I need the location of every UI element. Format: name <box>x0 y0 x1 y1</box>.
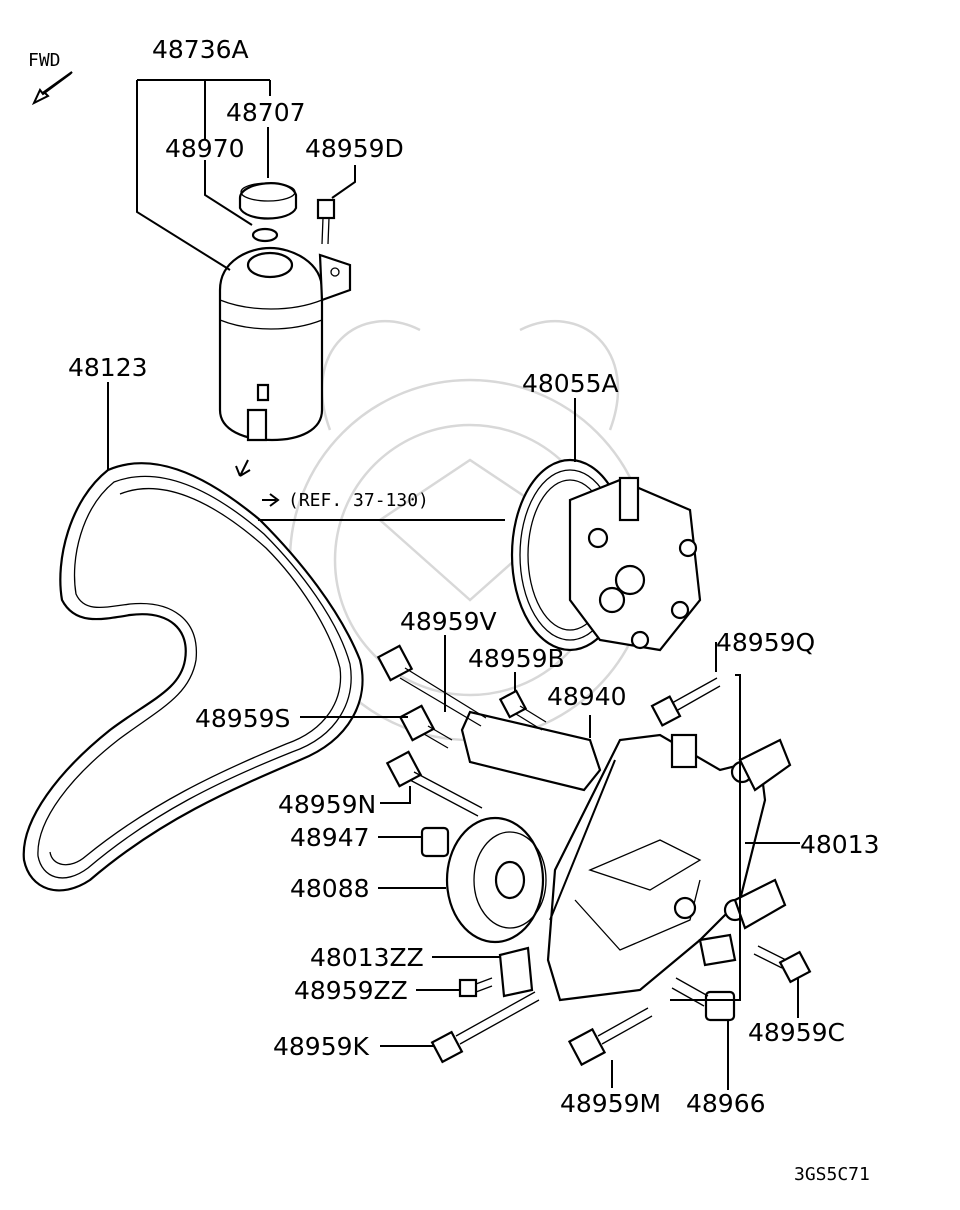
reservoir-tank <box>218 246 352 477</box>
fwd-label: FWD <box>28 50 61 71</box>
nut-48947 <box>420 826 450 858</box>
fwd-arrow: FWD <box>28 50 73 106</box>
label-48013ZZ: 48013ZZ <box>310 943 424 972</box>
pump-bracket <box>546 733 792 1002</box>
label-48970: 48970 <box>165 134 245 163</box>
label-48055A: 48055A <box>522 369 619 398</box>
label-48966: 48966 <box>686 1089 766 1118</box>
label-48959B: 48959B <box>468 644 565 673</box>
label-48123: 48123 <box>68 353 148 382</box>
bolt-48959ZZ <box>458 977 493 998</box>
label-48959N: 48959N <box>278 790 376 819</box>
label-48959K: 48959K <box>273 1032 370 1061</box>
label-48736A: 48736A <box>152 35 249 64</box>
label-48013: 48013 <box>800 830 880 859</box>
outlet-arrow-icon <box>235 459 251 477</box>
label-48959C: 48959C <box>748 1018 845 1047</box>
label-48959S: 48959S <box>195 704 290 733</box>
label-48959D: 48959D <box>305 134 404 163</box>
bolt-48959B <box>498 689 547 731</box>
cap-o-ring <box>251 227 279 243</box>
label-48940: 48940 <box>547 682 627 711</box>
ref-arrow-icon <box>262 493 280 507</box>
fwd-arrow-icon <box>31 71 73 106</box>
brace-48940 <box>460 710 602 792</box>
bolt-48959M <box>567 1007 653 1067</box>
label-48947: 48947 <box>290 823 370 852</box>
label-48707: 48707 <box>226 98 306 127</box>
bolt-48959Q <box>650 677 721 727</box>
label-48959M: 48959M <box>560 1089 661 1118</box>
bolt-48959S <box>398 704 453 749</box>
reservoir-cap <box>238 182 298 220</box>
ref-label: (REF. 37-130) <box>288 490 429 511</box>
power-steering-pump <box>510 458 702 652</box>
bracket-clip-48013ZZ <box>498 946 534 998</box>
label-48088: 48088 <box>290 874 370 903</box>
footer-code: 3GS5C71 <box>794 1164 870 1185</box>
leader-lines <box>107 79 800 1090</box>
label-48959ZZ: 48959ZZ <box>294 976 408 1005</box>
bolt-48959D <box>316 198 336 245</box>
bolt-48959C <box>753 945 812 984</box>
label-48959Q: 48959Q <box>716 628 815 657</box>
label-48959V: 48959V <box>400 607 497 636</box>
bolt-48959N <box>385 750 483 817</box>
idler-pulley <box>445 816 547 944</box>
bolt-48959K <box>430 991 540 1064</box>
drive-belt <box>22 462 364 892</box>
